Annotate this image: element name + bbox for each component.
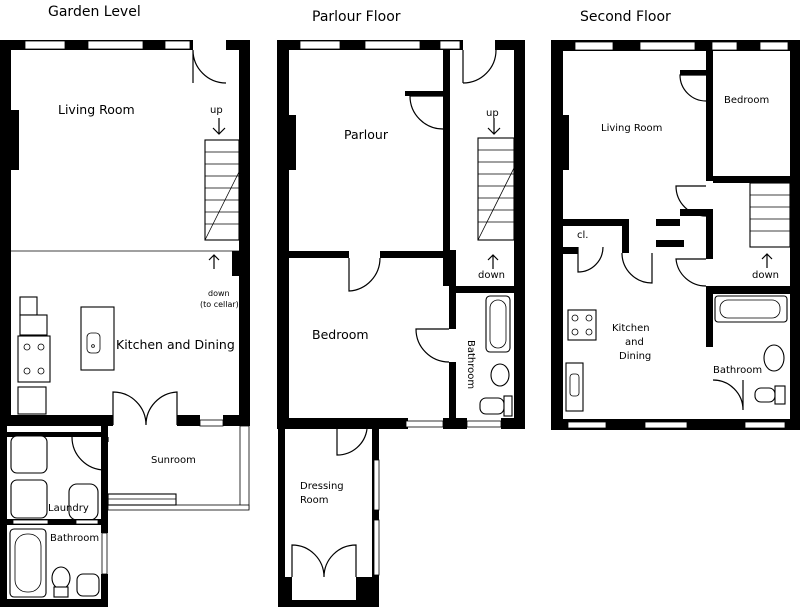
second-floor-plan bbox=[551, 40, 800, 430]
room-label: Bedroom bbox=[312, 327, 369, 342]
second-floor-title: Second Floor bbox=[580, 9, 671, 25]
room-label: Laundry bbox=[48, 503, 89, 514]
stair-down-label: down bbox=[752, 270, 779, 281]
room-label: Bathroom bbox=[50, 533, 99, 544]
room-label: Living Room bbox=[601, 123, 662, 134]
parlour-floor-plan bbox=[277, 40, 525, 607]
parlour-floor-title: Parlour Floor bbox=[312, 9, 401, 25]
stair-down-label: down bbox=[478, 270, 505, 281]
room-label: Bathroom bbox=[465, 340, 476, 389]
stair-down-label: down bbox=[208, 289, 230, 298]
stair-up-label: up bbox=[486, 108, 499, 119]
room-label: Bathroom bbox=[713, 365, 762, 376]
stair-up-label: up bbox=[210, 105, 223, 116]
garden-level-plan bbox=[0, 40, 250, 607]
garden-level-title: Garden Level bbox=[48, 4, 141, 20]
room-label: Bedroom bbox=[724, 95, 769, 106]
room-label: Living Room bbox=[58, 102, 135, 117]
room-label: Kitchen and Dining bbox=[116, 337, 235, 352]
room-label: cl. bbox=[577, 230, 588, 241]
room-label: Sunroom bbox=[151, 455, 196, 466]
stair-down-note: (to cellar) bbox=[200, 300, 239, 309]
room-label: Parlour bbox=[344, 127, 389, 142]
